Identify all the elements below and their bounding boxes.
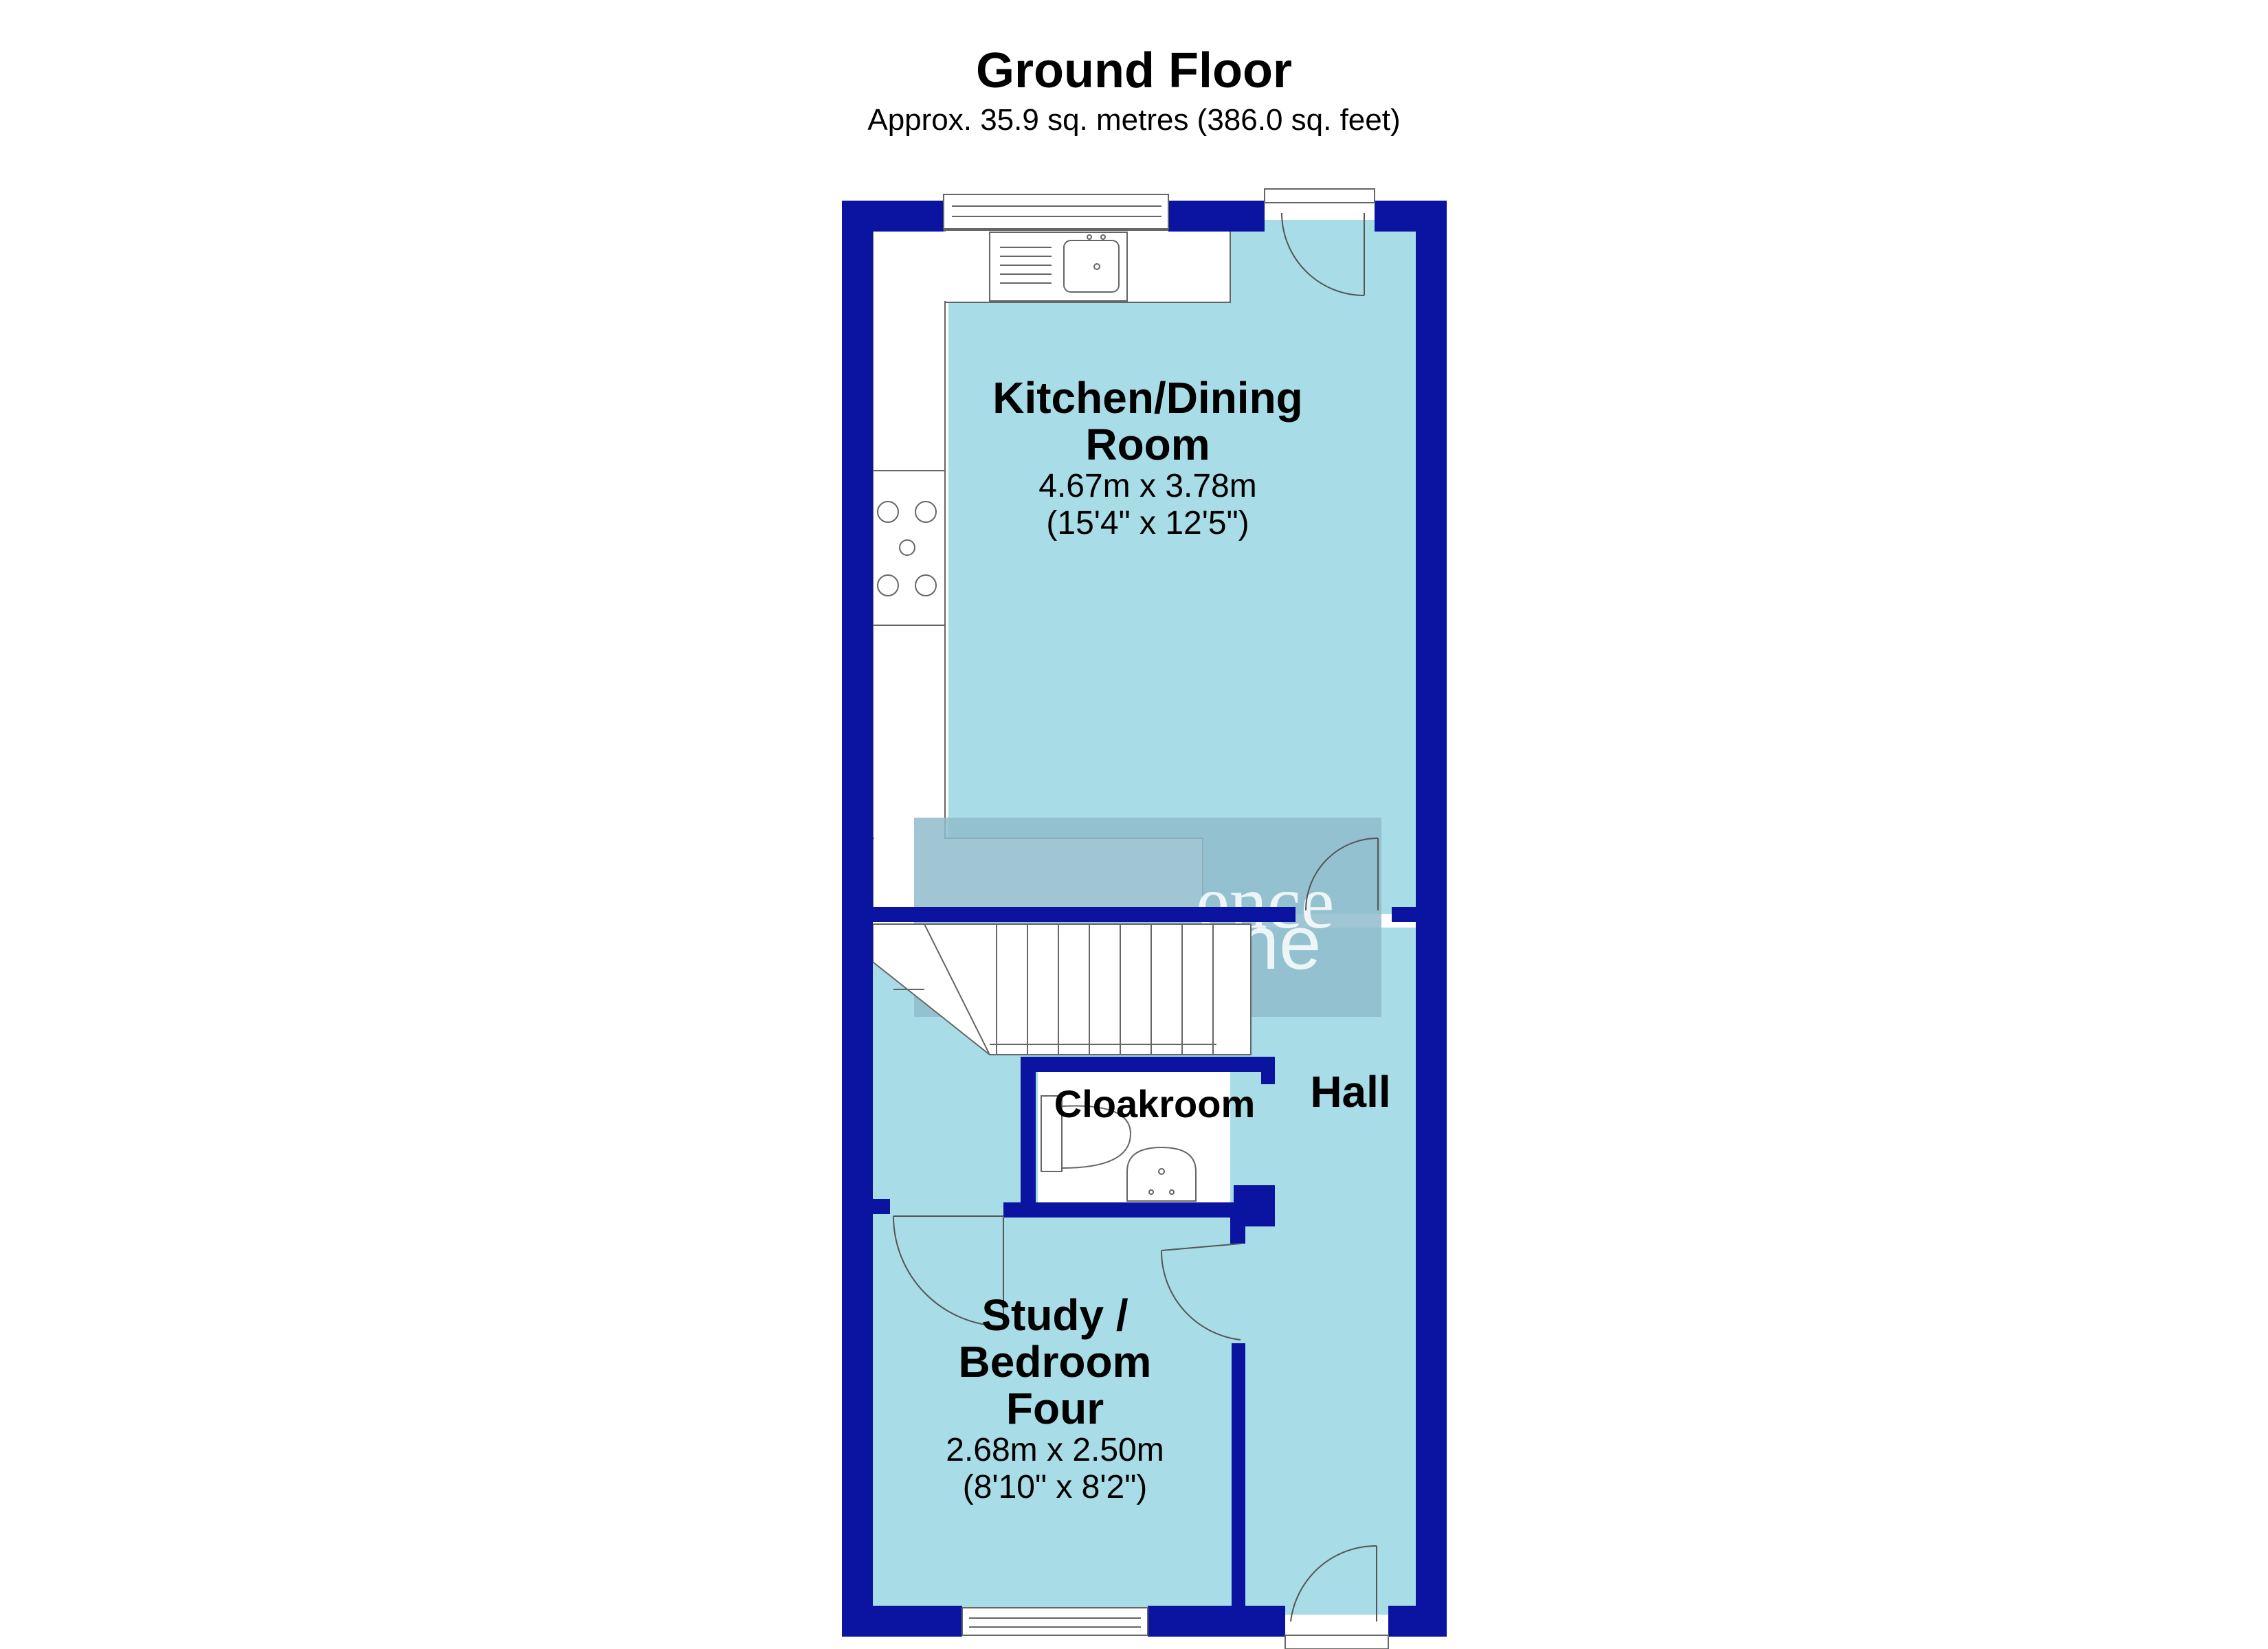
wall-bottom-a (842, 1606, 962, 1637)
study-name-line3: Four (1005, 1384, 1104, 1433)
wall-cloak-top (1021, 1057, 1275, 1072)
sink-icon (989, 232, 1128, 302)
wall-bottom-b (1148, 1606, 1285, 1637)
doors (893, 212, 1379, 1622)
wall-study-stub (873, 1199, 890, 1214)
hall-name: Hall (1310, 1067, 1391, 1117)
basin-icon (1126, 1146, 1197, 1202)
room-label-hall: Hall (1285, 1068, 1416, 1115)
wall-bottom-c (1388, 1606, 1447, 1637)
study-name-line2: Bedroom (958, 1337, 1152, 1387)
kitchen-metric: 4.67m x 3.78m (1038, 468, 1257, 504)
kitchen-name-line2: Room (1085, 420, 1210, 469)
door-frame-bottom (1285, 1635, 1389, 1649)
hob-icon (872, 470, 946, 626)
wall-top-c (1375, 201, 1447, 232)
area-subtitle: Approx. 35.9 sq. metres (386.0 sq. feet) (867, 103, 1401, 137)
wall-top-a (842, 201, 944, 232)
door-back (1281, 212, 1365, 296)
counter-fill-2 (874, 232, 1229, 301)
kitchen-imperial: (15'4" x 12'5") (1046, 505, 1249, 541)
walls (842, 201, 1447, 1637)
windows (943, 188, 1389, 1649)
window-top (943, 194, 1169, 229)
wall-cloak-left (1021, 1057, 1036, 1204)
room-label-kitchen: Kitchen/Dining Room 4.67m x 3.78m (15'4"… (948, 374, 1347, 542)
room-label-cloakroom: Cloakroom (1034, 1081, 1275, 1128)
kitchen-name-line1: Kitchen/Dining (992, 373, 1303, 423)
kitchen-floor (948, 220, 1423, 914)
study-floor (873, 1216, 1237, 1615)
study-metric: 2.68m x 2.50m (946, 1432, 1164, 1468)
wall-cloak-right (1261, 1057, 1275, 1084)
wall-top-b (1168, 201, 1265, 232)
counter-fill (874, 232, 944, 909)
wall-study-right-b (1232, 1343, 1245, 1618)
door-kitchen (1305, 838, 1379, 911)
door-frame-top (1264, 188, 1375, 203)
door-front (1290, 1545, 1377, 1622)
toilet-icon (1041, 1095, 1132, 1172)
door-study (893, 1215, 1004, 1330)
room-label-study: Study / Bedroom Four 2.68m x 2.50m (8'10… (893, 1292, 1216, 1506)
study-name-line1: Study / (981, 1290, 1129, 1340)
wall-study-right-a (1230, 1216, 1245, 1244)
wall-cloak-bottom (1003, 1202, 1251, 1218)
window-bottom (961, 1607, 1148, 1636)
wall-mid-right (1392, 907, 1433, 922)
page-title: Ground Floor (976, 43, 1292, 98)
cloakroom-name: Cloakroom (1054, 1082, 1256, 1125)
kitchen-floor-top (1223, 220, 1423, 302)
door-hall-study (1160, 1243, 1241, 1340)
study-imperial: (8'10" x 8'2") (962, 1469, 1148, 1505)
wall-mid-left (842, 907, 1296, 922)
